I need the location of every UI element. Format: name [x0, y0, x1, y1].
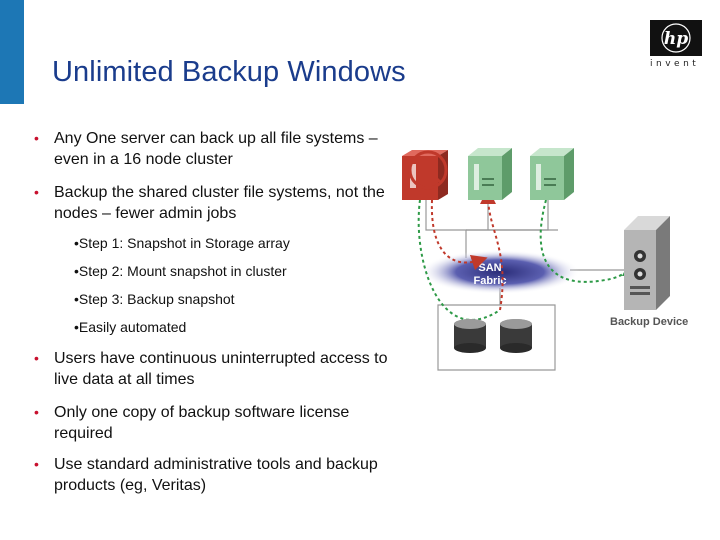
bullet-dot: • [34, 350, 39, 366]
bullet-dot: • [34, 456, 39, 472]
slide-title: Unlimited Backup Windows [52, 56, 406, 88]
data-flow-arrow [430, 199, 488, 271]
server-blocked-icon [402, 150, 448, 200]
server-node-icon [530, 148, 574, 200]
bullet-dot: • [34, 184, 39, 200]
connector-line [425, 200, 467, 258]
bullet-text: Use standard administrative tools and ba… [54, 456, 378, 494]
bullet-dot: • [34, 130, 39, 146]
backup-device-icon [624, 216, 670, 310]
hp-logo: hp invent [648, 20, 706, 74]
bullet-text: Only one copy of backup software license… [54, 404, 350, 442]
data-flow-arrow [480, 188, 504, 311]
sub-bullet-item: •Step 2: Mount snapshot in cluster [74, 262, 287, 280]
bullet-text: Any One server can back up all file syst… [54, 130, 378, 168]
sub-bullet-text: Step 1: Snapshot in Storage array [78, 235, 290, 251]
bullet-text: Backup the shared cluster file systems, … [54, 184, 385, 222]
san-fabric-label: SAN [478, 262, 501, 274]
server-node-icon [468, 148, 512, 200]
sub-bullet-dot: • [74, 291, 79, 307]
connector-line [466, 200, 549, 231]
sub-bullet-item: •Easily automated [74, 318, 186, 336]
storage-disk-icon [500, 319, 532, 353]
backup-device-label: Backup Device [610, 316, 689, 328]
logo-tagline: invent [650, 59, 700, 69]
sub-bullet-dot: • [74, 319, 79, 335]
bullet-dot: • [34, 404, 39, 420]
storage-disk-icon [454, 319, 486, 353]
sub-bullet-dot: • [74, 263, 79, 279]
data-flow-arrow [417, 199, 501, 321]
san-fabric-label: Fabric [473, 275, 506, 287]
title-accent-bar [0, 0, 24, 104]
storage-box [437, 304, 556, 371]
san-backup-diagram: SAN Fabric [402, 148, 670, 371]
logo-brand-text: hp [664, 29, 688, 49]
sub-bullet-dot: • [74, 235, 79, 251]
hp-logo-mark: hp [650, 20, 702, 56]
sub-bullet-text: Step 2: Mount snapshot in cluster [78, 263, 287, 279]
bullet-text: Users have continuous uninterrupted acce… [54, 350, 388, 388]
sub-bullet-item: •Step 3: Backup snapshot [74, 290, 235, 308]
sub-bullet-item: •Step 1: Snapshot in Storage array [74, 234, 290, 252]
sub-bullet-text: Easily automated [78, 319, 187, 335]
sub-bullet-text: Step 3: Backup snapshot [78, 291, 235, 307]
